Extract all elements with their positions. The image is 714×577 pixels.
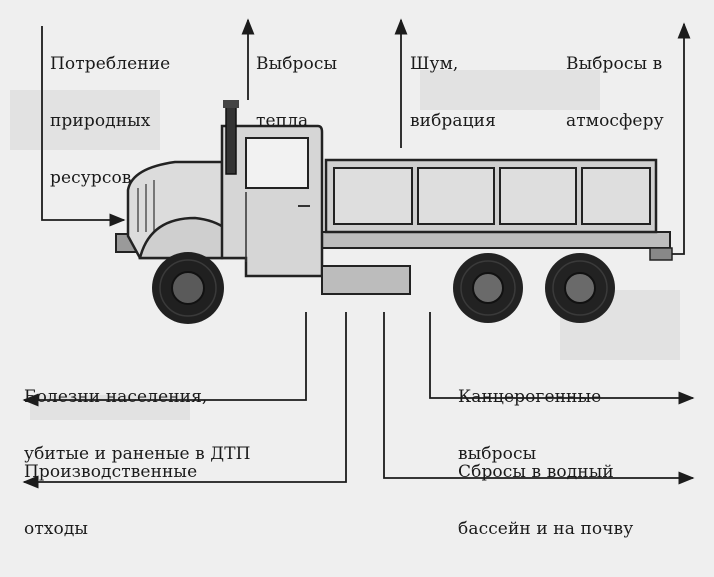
label-heat-emissions: Выбросы тепла [256,54,338,131]
label-disease-accidents: Болезни населения, убитые и раненые в ДТ… [24,387,251,464]
arrow-resources [41,26,126,227]
label-production-waste: Производственные отходы [24,462,198,539]
impact-arrows [22,18,695,489]
label-noise-vibration: Шум, вибрация [410,54,496,131]
truck-impact-diagram [10,18,695,489]
wheel [545,253,615,323]
arrow-discharge [383,312,695,485]
arrow-disease [22,312,307,407]
diagram-canvas: Потребление природных ресурсов Выбросы т… [10,18,695,539]
label-resource-consumption: Потребление природных ресурсов [50,54,171,188]
arrow-waste [22,312,347,489]
arrow-carcinogens [429,312,695,405]
wheel [152,252,224,324]
arrow-atmosphere [672,22,691,255]
truck-illustration [115,100,673,324]
label-atmospheric-emissions: Выбросы в атмосферу [566,54,664,131]
label-carcinogenic-emissions: Канцерогенные выбросы [458,387,602,464]
label-water-soil-discharge: Сбросы в водный бассейн и на почву [458,462,634,539]
wheel [453,253,523,323]
